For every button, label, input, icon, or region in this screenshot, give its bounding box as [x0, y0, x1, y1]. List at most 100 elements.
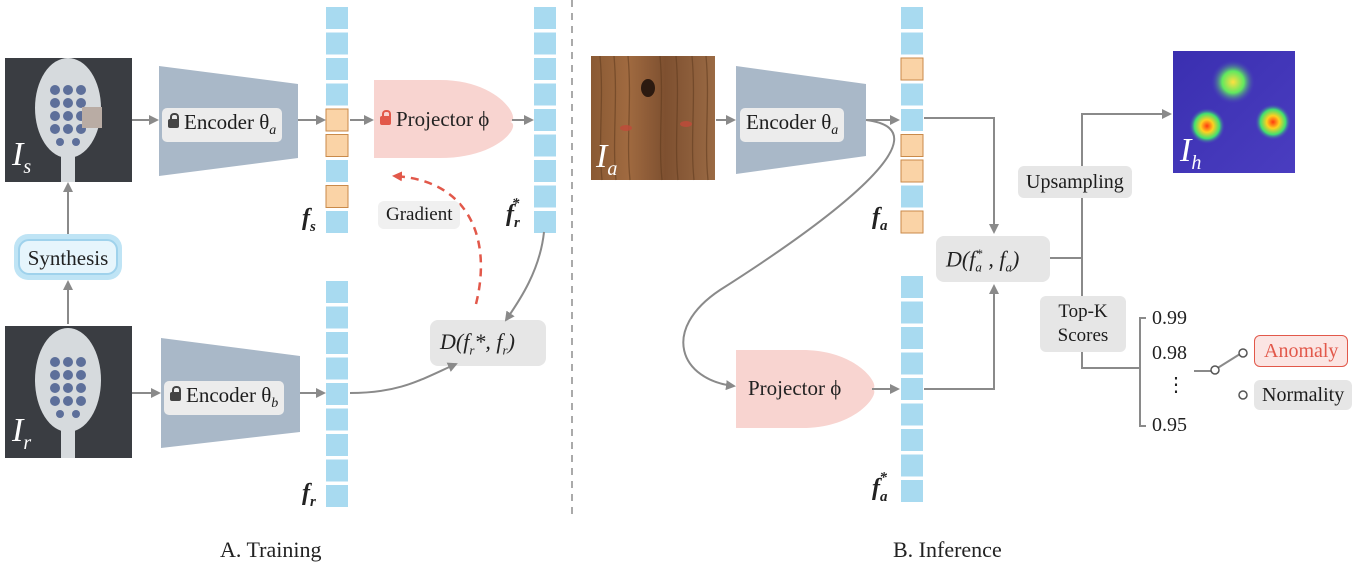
normality-label: Normality: [1254, 380, 1353, 410]
symbol-fr: fr: [302, 480, 316, 511]
topk-label: Top-K Scores: [1040, 296, 1126, 352]
label-ih-letter: I: [1180, 132, 1192, 169]
feature-cell: [534, 32, 556, 55]
synthesis-label: Synthesis: [27, 246, 109, 270]
distance-training-text: D(f: [440, 329, 470, 354]
feature-cell: [326, 211, 348, 233]
symbol-fastar: fa*: [872, 470, 888, 505]
feature-cell: [534, 109, 556, 131]
label-ih-sub: h: [1191, 151, 1202, 174]
switch-pivot: [1210, 365, 1220, 375]
feature-cell: [326, 306, 348, 329]
feature-cell: [326, 32, 348, 55]
feature-cell: [901, 7, 923, 29]
distance-inference-label: D(fa*, fa): [946, 246, 1020, 275]
symbol-fs: fs: [302, 205, 316, 236]
arrow-fastar-to-distance: [924, 284, 999, 390]
encoder-a-sub: a: [269, 123, 277, 139]
label-ia-sub: a: [607, 157, 618, 180]
feature-cell: [901, 301, 923, 324]
scores-bracket: [1130, 317, 1146, 427]
encoder-inference-text: Encoder θ: [746, 110, 832, 134]
score-ellipsis: ⋮: [1166, 374, 1186, 396]
distance-training-rest: *, f: [474, 329, 503, 354]
distance-inference-text: D(f: [946, 246, 976, 272]
projector-training-text: Projector ϕ: [396, 107, 490, 131]
feature-cell: [534, 134, 556, 157]
label-ia: Ia: [596, 138, 617, 181]
anomaly-label: Anomaly: [1254, 335, 1349, 367]
switch-lever: [1215, 353, 1241, 370]
feature-cell-anomalous: [900, 134, 924, 157]
feature-cell: [901, 429, 923, 451]
inference-caption: B. Inference: [893, 537, 1002, 562]
score-1: 0.99: [1152, 307, 1187, 329]
gradient-label: Gradient: [378, 201, 461, 229]
feature-cell-anomalous: [900, 210, 924, 234]
symbol-frstar: fr*: [506, 196, 520, 231]
distance-box-training: [430, 320, 546, 366]
lock-icon: [170, 385, 181, 401]
feature-cell: [901, 276, 923, 298]
feature-cell: [901, 480, 923, 502]
symbol-fa-letter: f: [872, 204, 880, 230]
score-2: 0.98: [1152, 342, 1187, 364]
encoder-a-text: Encoder θ: [184, 110, 270, 134]
image-ir: [5, 326, 132, 458]
feature-cell: [534, 160, 556, 182]
projector-inference-shape: [736, 350, 875, 428]
feature-cell-anomalous: [325, 134, 349, 157]
feature-cell: [901, 83, 923, 106]
feature-cell: [534, 7, 556, 29]
topk-line2: Scores: [1057, 325, 1109, 346]
feature-column-fs: [325, 7, 349, 233]
feature-cell: [901, 378, 923, 400]
arrow-encoder-to-projector: [682, 119, 896, 391]
encoder-inference-sub: a: [831, 123, 839, 139]
feature-cell: [901, 185, 923, 208]
gradient-arrow: [392, 171, 483, 305]
symbol-fa-sub: a: [880, 217, 888, 234]
feature-cell: [326, 485, 348, 507]
encoder-b-text: Encoder θ: [186, 383, 272, 407]
feature-cell: [326, 58, 348, 80]
symbol-fr-letter: f: [302, 480, 310, 506]
topk-line1: Top-K: [1058, 301, 1108, 322]
lock-open-icon: [380, 109, 391, 125]
feature-cell: [901, 352, 923, 375]
feature-cell: [901, 454, 923, 477]
encoder-a-label: Encoder θa: [162, 108, 283, 143]
feature-cell: [534, 185, 556, 208]
feature-cell: [326, 459, 348, 482]
image-ia: [591, 55, 715, 181]
projector-inference-label: Projector ϕ: [748, 376, 842, 400]
feature-cell: [534, 83, 556, 106]
feature-cell: [326, 332, 348, 354]
feature-column-frstar: [534, 7, 556, 233]
encoder-b-sub: b: [271, 396, 279, 412]
symbol-fs-sub: s: [310, 218, 316, 235]
symbol-fr-sub: r: [310, 493, 316, 510]
label-ir-sub: r: [23, 431, 32, 454]
label-is: Is: [12, 136, 31, 179]
feature-column-fa: [900, 7, 924, 234]
feature-cell: [326, 357, 348, 380]
score-4: 0.95: [1152, 414, 1187, 436]
encoder-inference-label: Encoder θa: [740, 108, 845, 143]
feature-cell: [901, 403, 923, 426]
feature-columns: [325, 7, 924, 507]
feature-column-fr: [326, 281, 348, 507]
feature-cell-anomalous: [900, 159, 924, 183]
feature-cell: [901, 32, 923, 55]
symbol-frstar-letter: f: [506, 201, 514, 227]
distance-training-label: D(fr*, fr): [440, 329, 515, 358]
feature-cell-anomalous: [900, 57, 924, 81]
switch-contact-normality: [1238, 390, 1248, 400]
feature-cell: [326, 281, 348, 303]
label-is-sub: s: [23, 155, 32, 178]
feature-cell: [326, 383, 348, 405]
label-ir: Ir: [12, 412, 31, 455]
feature-cell: [326, 408, 348, 431]
training-caption: A. Training: [220, 537, 322, 562]
symbol-fs-letter: f: [302, 205, 310, 231]
